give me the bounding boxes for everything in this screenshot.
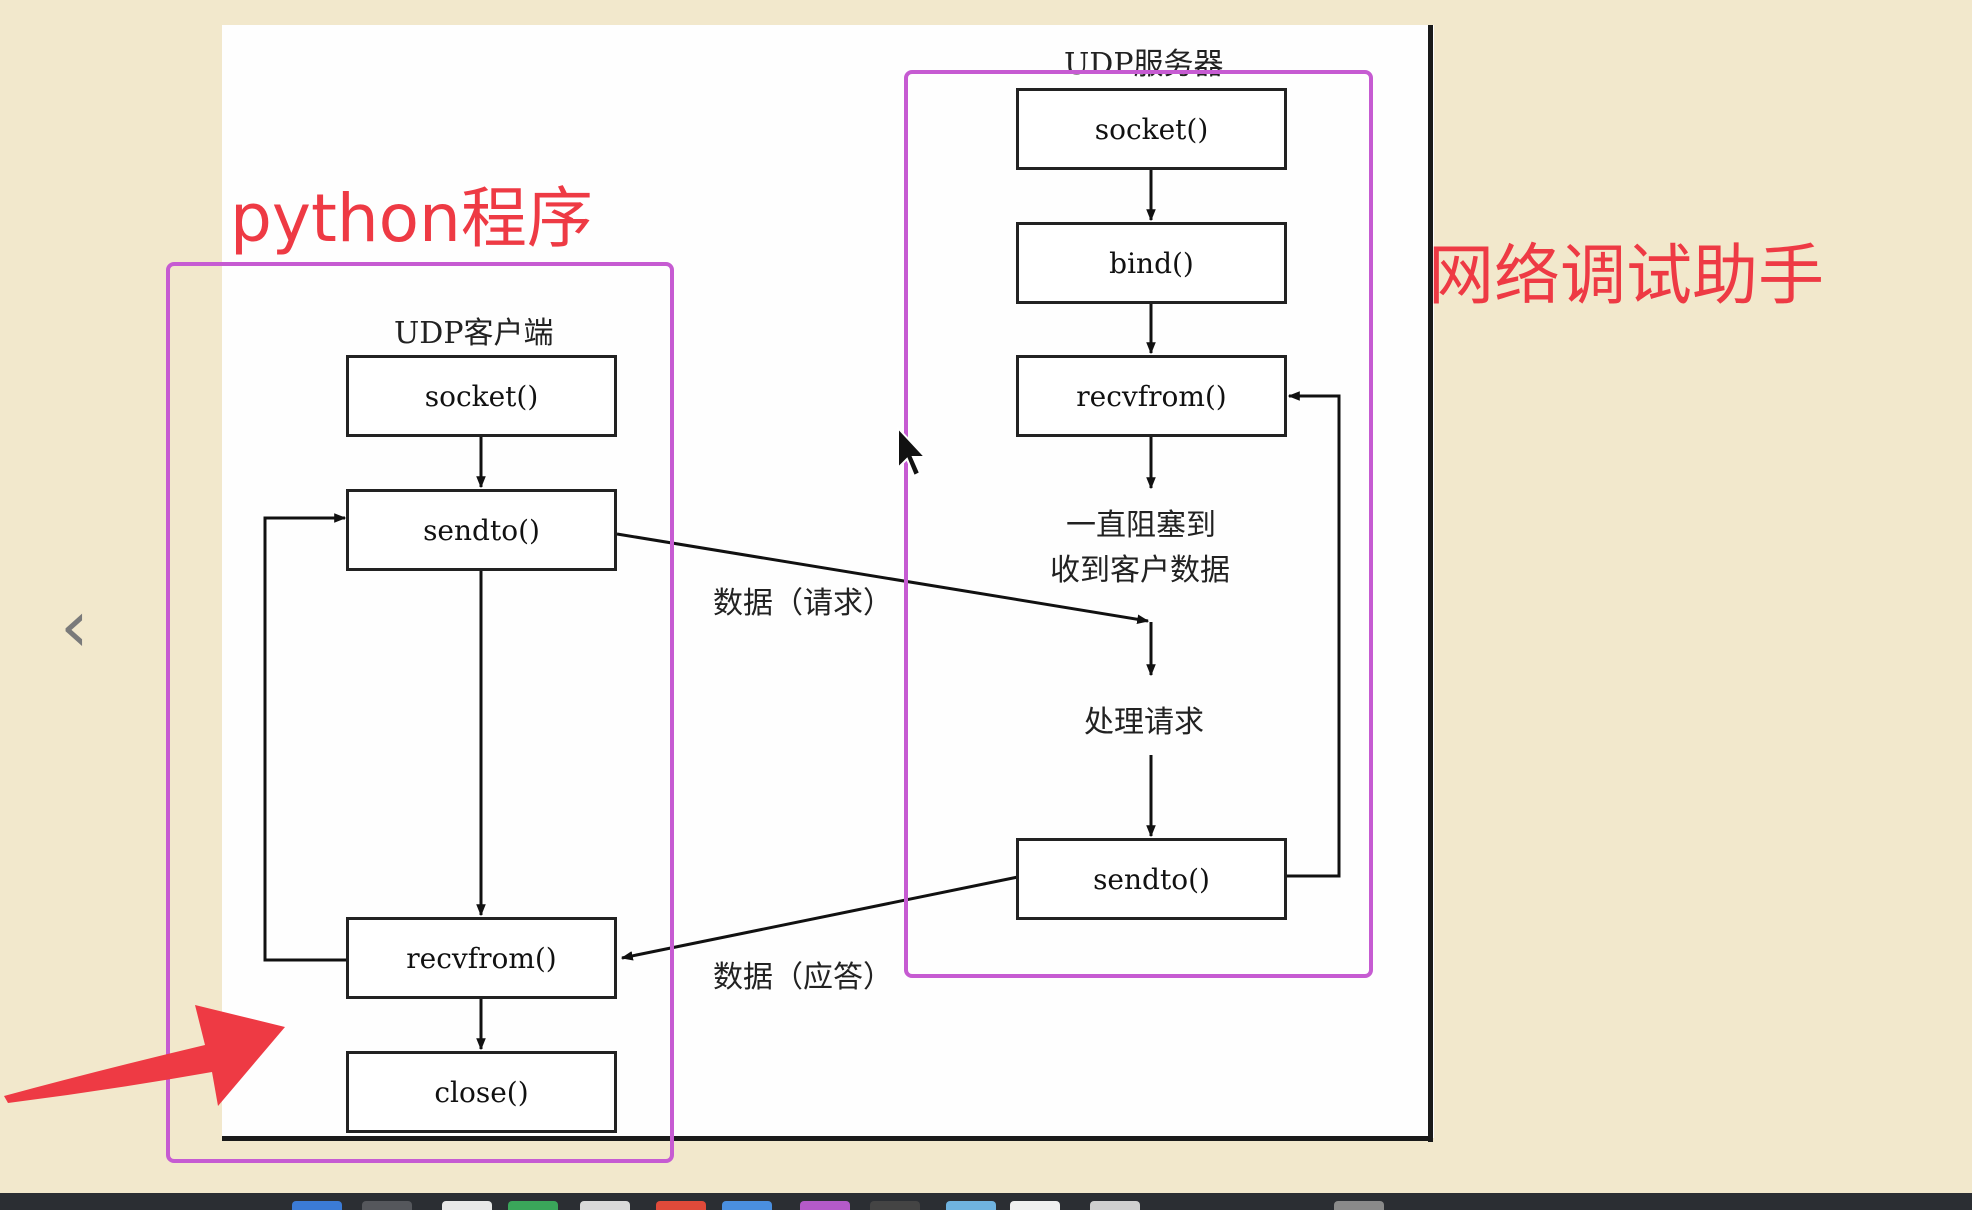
server-highlight-box [904, 70, 1373, 978]
chevron-left-icon[interactable]: ‹ [60, 584, 89, 668]
arrow-client-loop [263, 513, 347, 962]
client-title: UDP客户端 [394, 316, 554, 351]
arrow-request [616, 532, 1150, 624]
server-annotation-label: 网络调试助手 [1428, 237, 1824, 314]
server-block-text-line1: 一直阻塞到 [1066, 508, 1216, 543]
dock-app-icon[interactable] [508, 1201, 558, 1210]
arrow-response [620, 875, 1019, 961]
dock-app-icon[interactable] [656, 1201, 706, 1210]
client-socket-box: socket() [346, 355, 617, 437]
dock-app-icon[interactable] [870, 1201, 920, 1210]
server-process-text: 处理请求 [1084, 705, 1204, 740]
response-label: 数据（应答） [713, 960, 893, 995]
client-annotation-label: python程序 [230, 180, 593, 257]
server-title: UDP服务器 [1064, 47, 1224, 82]
server-socket-box: socket() [1016, 88, 1287, 170]
dock-app-icon[interactable] [1090, 1201, 1140, 1210]
dock-app-icon[interactable] [442, 1201, 492, 1210]
dock-app-icon[interactable] [722, 1201, 772, 1210]
client-close-box: close() [346, 1051, 617, 1133]
dock-app-icon[interactable] [362, 1201, 412, 1210]
server-bind-box: bind() [1016, 222, 1287, 304]
client-recvfrom-box: recvfrom() [346, 917, 617, 999]
client-sendto-box: sendto() [346, 489, 617, 571]
server-block-text-line2: 收到客户数据 [1050, 553, 1230, 588]
server-recvfrom-box: recvfrom() [1016, 355, 1287, 437]
page-edge-bottom [222, 1136, 1433, 1141]
client-highlight-box [166, 262, 674, 1163]
dock-app-icon[interactable] [800, 1201, 850, 1210]
server-sendto-box: sendto() [1016, 838, 1287, 920]
page-edge-right [1428, 25, 1433, 1142]
arrow-server-loop [1285, 391, 1341, 878]
dock-app-icon[interactable] [580, 1201, 630, 1210]
dock-app-icon[interactable] [1010, 1201, 1060, 1210]
dock-app-icon[interactable] [292, 1201, 342, 1210]
request-label: 数据（请求） [713, 586, 893, 621]
dock-app-icon[interactable] [1334, 1201, 1384, 1210]
dock-app-icon[interactable] [946, 1201, 996, 1210]
